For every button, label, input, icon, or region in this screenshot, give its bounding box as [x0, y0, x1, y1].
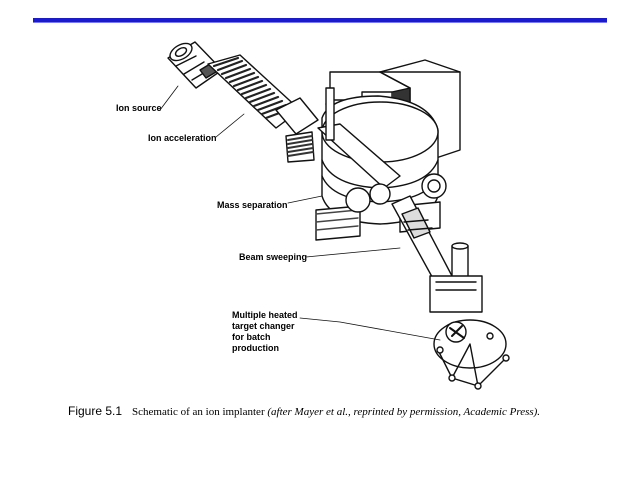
caption-citation: (after Mayer et al., reprinted by permis… — [267, 406, 541, 418]
caption-text: Schematic of an ion implanter — [132, 406, 268, 418]
label-target-changer-line: for batch — [232, 332, 271, 342]
label-target-changer-line: Multiple heated — [232, 310, 298, 320]
acceleration-column — [207, 54, 319, 163]
analyzing-magnet — [315, 59, 461, 241]
label-target-changer: Multiple heated target changer for batch… — [232, 310, 298, 354]
label-ion-acceleration: Ion acceleration — [148, 133, 217, 143]
figure-number: Figure 5.1 — [68, 404, 123, 418]
beam-line — [391, 195, 483, 313]
label-target-changer-line: production — [232, 343, 279, 353]
label-mass-separation: Mass separation — [217, 200, 288, 210]
header-rule — [33, 18, 607, 23]
label-beam-sweeping: Beam sweeping — [239, 252, 308, 262]
label-ion-source: Ion source — [116, 103, 162, 113]
label-target-changer-line: target changer — [232, 321, 295, 331]
target-changer — [433, 319, 510, 390]
leader-lines — [159, 85, 441, 341]
